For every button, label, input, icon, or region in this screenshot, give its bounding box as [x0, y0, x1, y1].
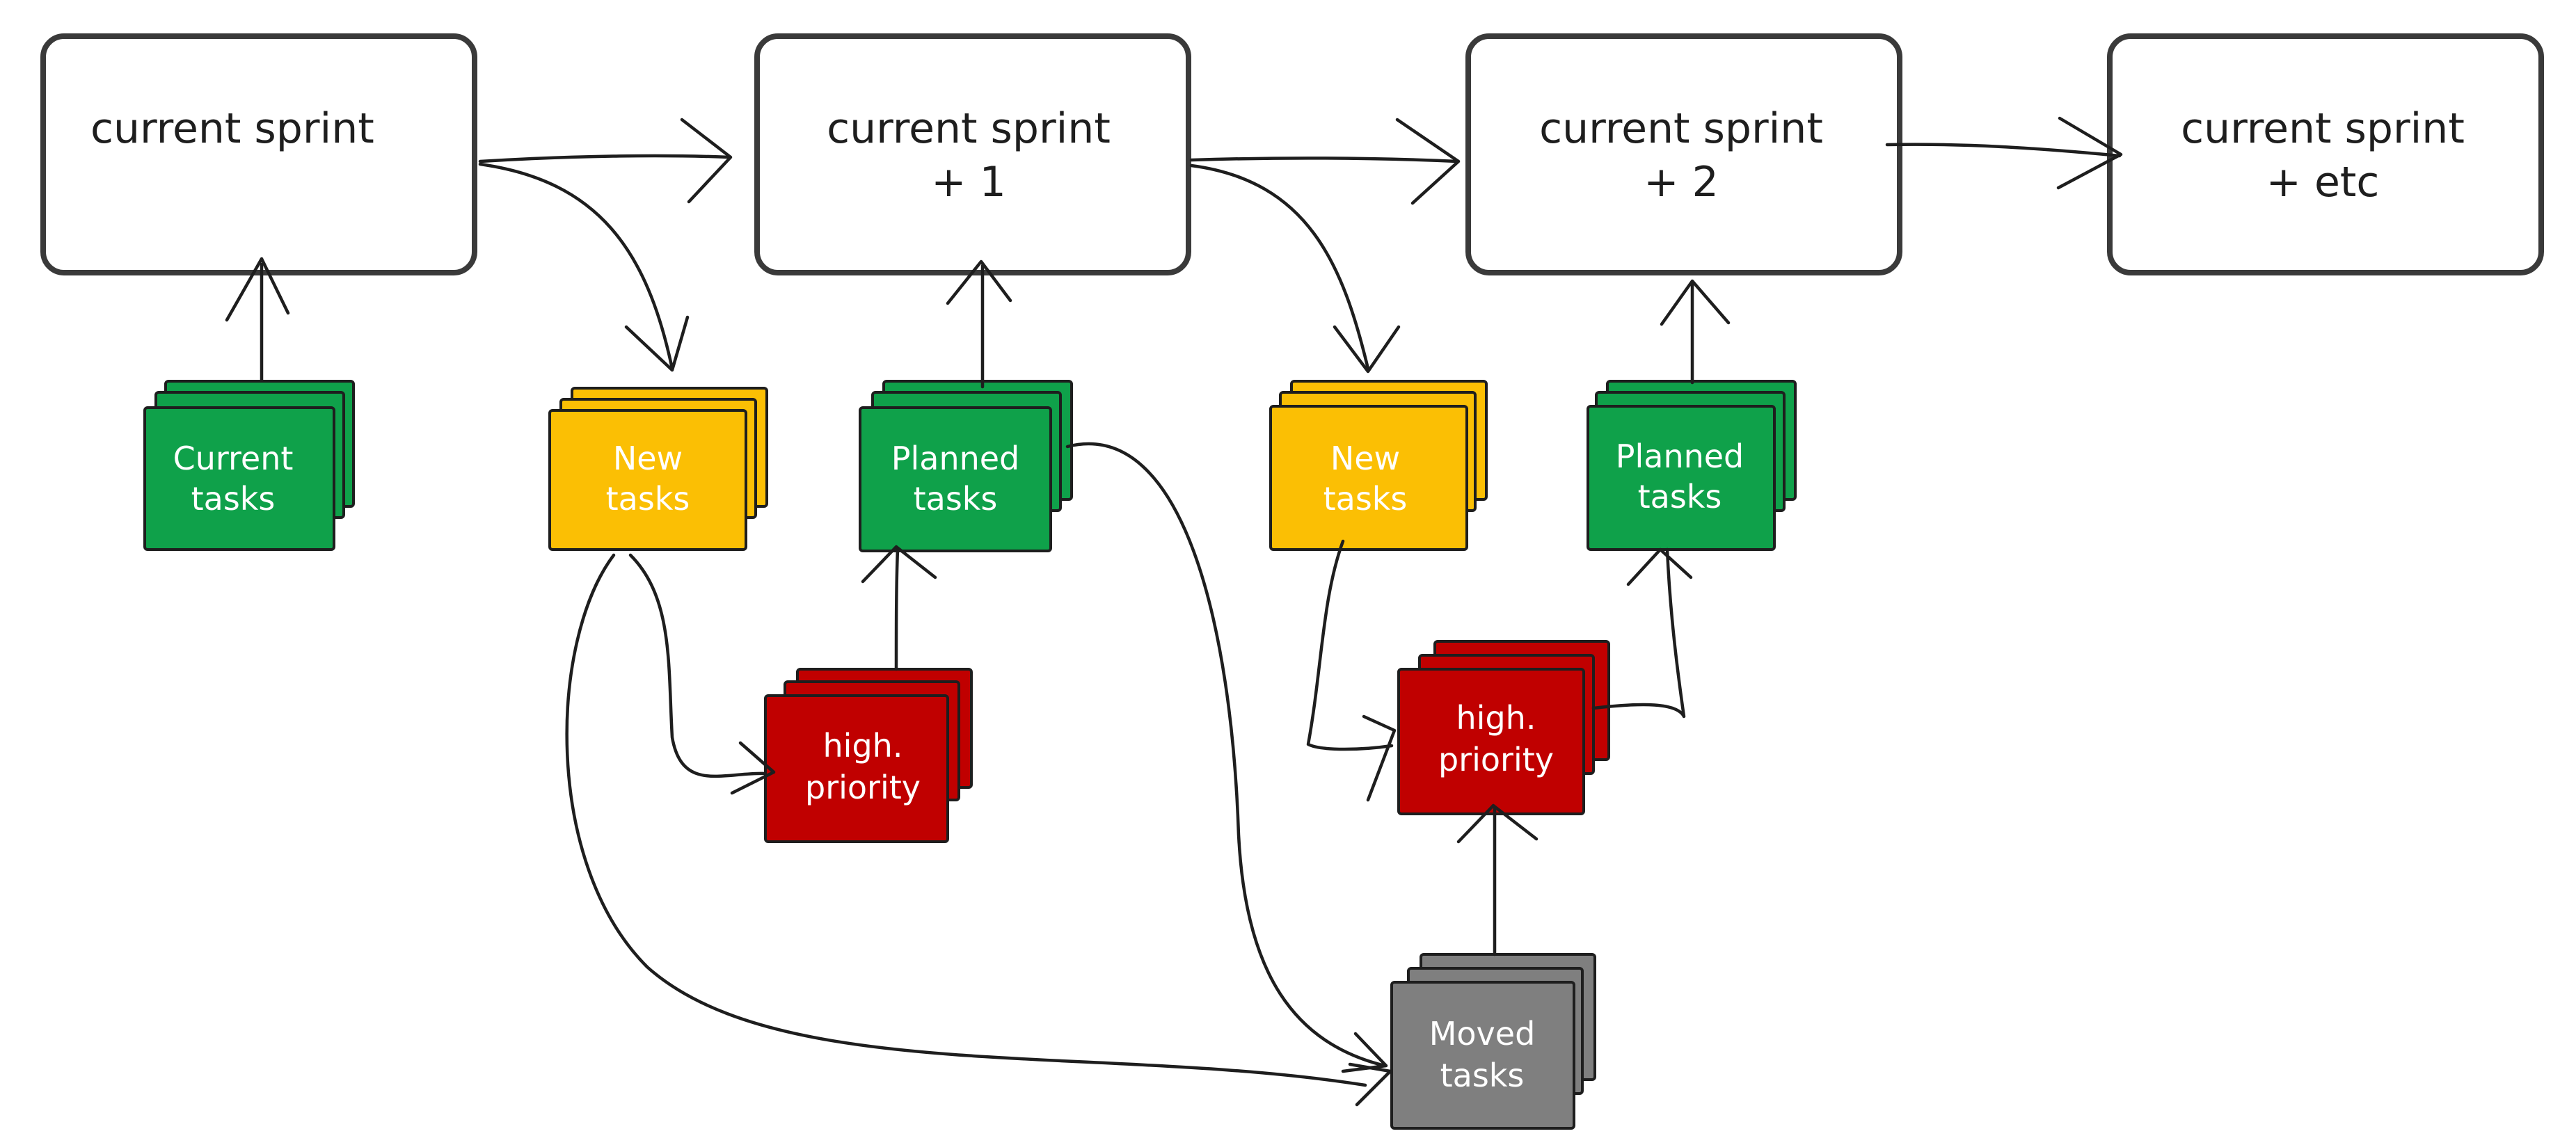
arrow-planned-1-to-sprint-plus-1-head [946, 259, 1012, 305]
card-planned-tasks-1-line2: tasks [914, 480, 998, 518]
arrow-new-tasks-2-to-high-priority-2-head [1362, 714, 1397, 802]
arrow-plus-2-to-plus-etc [1885, 143, 2122, 158]
arrow-plus-1-to-new-tasks-2-head [1333, 325, 1401, 374]
sprint-box-plus-1-label-line2: + 1 [931, 158, 1006, 207]
card-new-tasks-1-line2: tasks [606, 480, 690, 518]
card-planned-tasks-1-front [859, 406, 1052, 552]
card-high-priority-2-line2: priority [1438, 741, 1554, 778]
card-new-tasks-1-line1: New [613, 440, 683, 477]
arrow-new-tasks-1-to-moved-tasks [565, 553, 1367, 1087]
arrow-plus-1-to-plus-2-head [1395, 118, 1461, 205]
card-high-priority-1-line2: priority [805, 769, 921, 806]
arrow-planned-1-to-moved-tasks-head [1341, 1032, 1388, 1073]
arrow-sprint-to-plus-1-head [680, 118, 733, 204]
sprint-box-plus-1-label-line1: current sprint [827, 104, 1111, 153]
card-new-tasks-2-front [1269, 405, 1468, 551]
sprint-box-plus-etc: current sprint + etc [2107, 33, 2544, 275]
card-current-tasks-line1: Current [173, 440, 294, 477]
card-moved-tasks-front [1390, 981, 1575, 1130]
sprint-box-current: current sprint [40, 33, 477, 275]
arrow-new-tasks-2-to-high-priority-2 [1306, 539, 1394, 751]
sprint-box-plus-1: current sprint + 1 [754, 33, 1191, 275]
arrow-plus-2-to-plus-etc-head [2056, 116, 2123, 190]
arrow-new-tasks-1-to-moved-tasks-head [1348, 1062, 1392, 1107]
sprint-box-plus-etc-label-line1: current sprint [2181, 104, 2465, 153]
arrow-plus-1-to-new-tasks-2 [1189, 163, 1370, 371]
arrow-sprint-to-plus-1 [478, 154, 731, 163]
card-current-tasks-front [143, 406, 335, 551]
card-planned-tasks-1-line1: Planned [891, 440, 1020, 477]
sprint-box-current-label: current sprint [90, 104, 374, 153]
sprint-box-plus-2-label-line1: current sprint [1539, 104, 1823, 153]
card-moved-tasks: Moved tasks [1390, 953, 1596, 1130]
arrow-sprint-to-new-tasks-1-head [624, 315, 690, 372]
card-high-priority-1: high. priority [764, 668, 973, 843]
arrow-current-tasks-to-sprint-head [225, 257, 290, 322]
card-planned-tasks-2-line1: Planned [1616, 438, 1744, 475]
arrow-high-priority-1-to-planned-1-head [861, 545, 937, 584]
card-current-tasks-line2: tasks [191, 480, 276, 518]
sprint-box-plus-2-label-line2: + 2 [1644, 158, 1719, 207]
card-high-priority-2-line1: high. [1456, 699, 1536, 737]
card-planned-tasks-2-line2: tasks [1638, 478, 1722, 515]
card-current-tasks: Current tasks [143, 380, 355, 551]
card-high-priority-2-front [1397, 668, 1585, 815]
arrow-planned-1-to-moved-tasks [1065, 442, 1387, 1068]
card-high-priority-2: high. priority [1397, 640, 1610, 815]
arrow-high-priority-1-to-planned-1 [894, 547, 900, 671]
arrow-plus-1-to-plus-2 [1189, 156, 1459, 163]
arrow-sprint-to-new-tasks-1 [478, 162, 674, 371]
arrow-moved-tasks-to-high-priority-2-head [1456, 803, 1539, 844]
card-new-tasks-1: New tasks [548, 387, 768, 551]
arrow-new-tasks-1-to-high-priority-1 [628, 553, 768, 778]
sprint-box-plus-etc-label-line2: + etc [2266, 158, 2380, 207]
arrow-planned-2-to-sprint-plus-2-head [1660, 279, 1731, 326]
card-moved-tasks-line2: tasks [1440, 1057, 1525, 1094]
card-new-tasks-2-line1: New [1330, 440, 1400, 477]
card-high-priority-1-front [764, 694, 949, 843]
arrow-high-priority-2-to-planned-2-head [1626, 547, 1693, 586]
card-high-priority-1-line1: high. [823, 727, 903, 764]
card-new-tasks-2-line2: tasks [1323, 480, 1408, 518]
arrow-high-priority-2-to-planned-2 [1591, 547, 1686, 719]
card-planned-tasks-2: Planned tasks [1587, 380, 1797, 551]
card-new-tasks-2: New tasks [1269, 380, 1488, 551]
card-new-tasks-1-front [548, 409, 747, 551]
card-planned-tasks-2-front [1587, 405, 1776, 551]
sprint-box-plus-2: current sprint + 2 [1465, 33, 1902, 275]
card-planned-tasks-1: Planned tasks [859, 380, 1073, 552]
card-moved-tasks-line1: Moved [1429, 1015, 1536, 1052]
arrow-new-tasks-1-to-high-priority-1-head [730, 741, 776, 795]
